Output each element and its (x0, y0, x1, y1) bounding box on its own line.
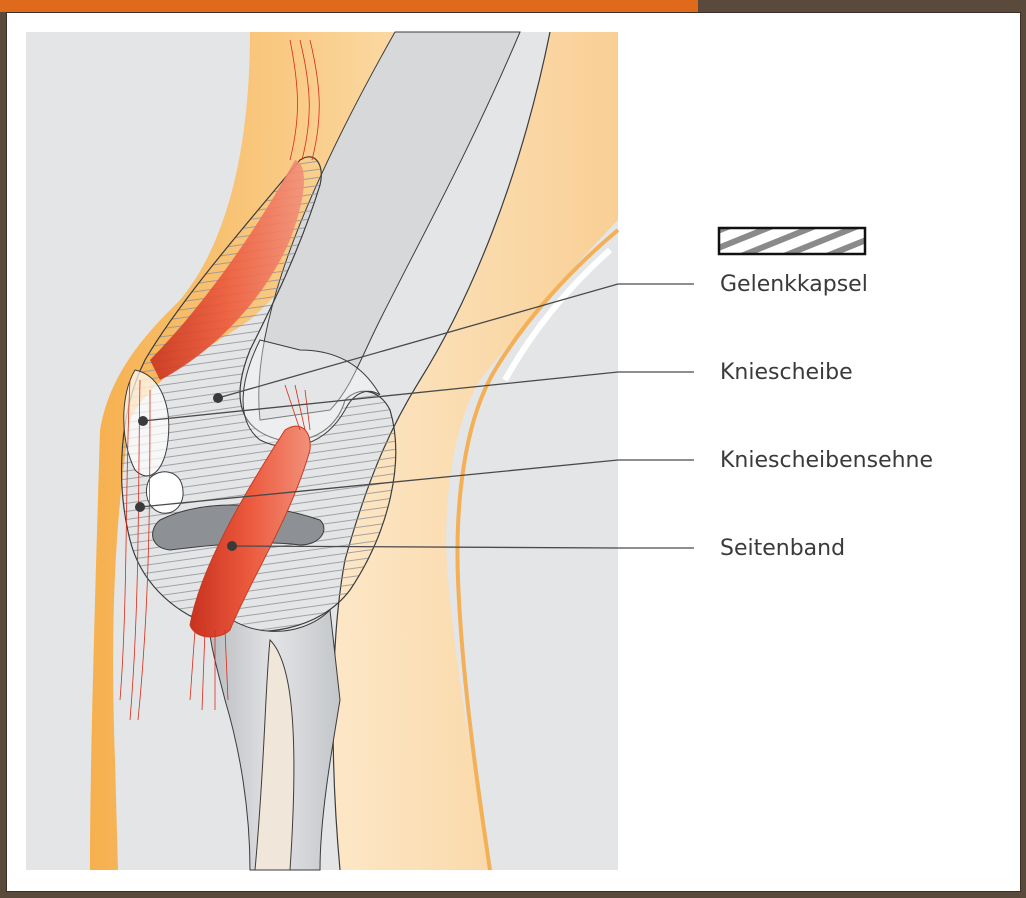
dot-seitenband (227, 541, 237, 551)
label-kniescheibensehne: Kniescheibensehne (720, 450, 933, 472)
dot-kniescheibe (138, 416, 148, 426)
label-kniescheibe: Kniescheibe (720, 362, 853, 384)
fat-pad (146, 472, 183, 513)
label-gelenkkapsel: Gelenkkapsel (720, 274, 868, 296)
dot-gelenkkapsel (213, 393, 223, 403)
dot-kniescheibensehne (135, 502, 145, 512)
label-seitenband: Seitenband (720, 538, 845, 560)
hatch-legend-icon (719, 228, 865, 254)
